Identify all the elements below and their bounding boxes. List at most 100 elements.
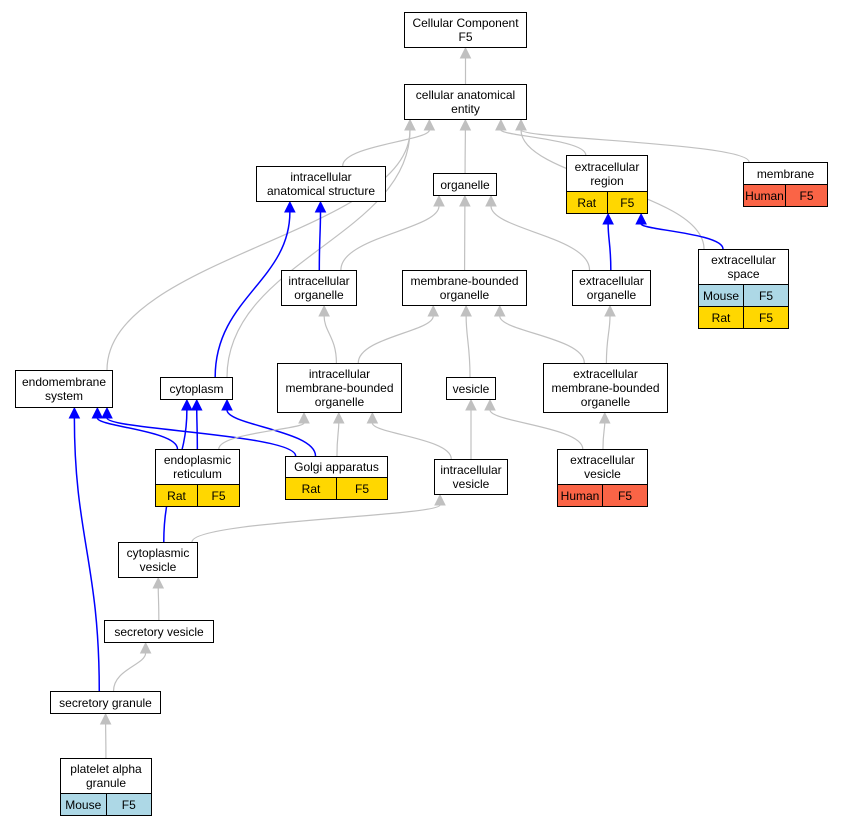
node-endomembrane-system[interactable]: endomembrane system [15,370,113,408]
node-secretory-vesicle[interactable]: secretory vesicle [104,620,214,643]
edge-intracellular-mbo-to-membrane-bounded-organelle [357,315,434,364]
species-badge: Rat [567,192,607,213]
species-badge: Mouse [61,794,106,815]
species-badge: Mouse [699,285,743,306]
species-badge: Human [744,185,785,206]
edge-endoplasmic-reticulum-to-intracellular-mbo [218,422,305,450]
node-label: membrane-bounded organelle [410,274,519,302]
arrowhead-icon [99,712,112,725]
arrowhead-icon [433,194,445,207]
node-cellular-anatomical-entity[interactable]: cellular anatomical entity [404,84,527,120]
edge-cytoplasmic-vesicle-to-intracellular-vesicle [191,504,441,543]
arrowhead-icon [181,398,193,411]
node-label: cytoplasmic vesicle [126,546,190,574]
edge-secretory-granule-to-secretory-vesicle [112,652,147,692]
node-label: extracellular vesicle [570,453,635,481]
arrowhead-icon [139,641,152,654]
gene-badge: F5 [743,307,788,328]
arrowhead-icon [332,411,345,424]
edge-endoplasmic-reticulum-to-endomembrane-system [96,417,179,450]
edge-extracellular-vesicle-to-extracellular-mbo [602,422,606,450]
species-badge: Human [558,485,602,506]
node-label: endomembrane system [21,375,107,403]
arrowhead-icon [427,304,440,317]
arrowhead-icon [635,212,647,225]
arrowhead-icon [366,411,379,424]
edge-extracellular-organelle-to-organelle [490,205,591,271]
arrowhead-icon [493,304,506,317]
edge-extracellular-mbo-to-extracellular-organelle [605,315,611,364]
arrowhead-icon [314,200,327,213]
edge-secretory-granule-to-endomembrane-system [73,417,101,692]
node-label: extracellular organelle [579,274,644,302]
node-organelle[interactable]: organelle [433,173,497,196]
gene-badge: F5 [105,794,151,815]
edge-extracellular-space-to-extracellular-region [640,223,724,250]
edge-extracellular-organelle-to-extracellular-region [607,223,612,271]
gene-badge: F5 [197,485,239,506]
edge-membrane-to-cellular-anatomical-entity [520,129,750,163]
gene-badge: F5 [743,285,788,306]
node-extracellular-mbo[interactable]: extracellular membrane-bounded organelle [543,363,668,413]
arrowhead-icon [152,576,165,589]
node-label: membrane [756,166,815,181]
edge-extracellular-region-to-cellular-anatomical-entity [500,129,587,156]
arrowhead-icon [602,212,614,225]
node-intracellular-mbo[interactable]: intracellular membrane-bounded organelle [277,363,402,413]
node-label: intracellular membrane-bounded organelle [285,367,394,409]
arrowhead-icon [68,406,81,419]
arrowhead-icon [459,46,472,59]
node-label: vesicle [452,381,490,396]
arrowhead-icon [221,398,233,411]
node-cellular-component[interactable]: Cellular Component F5 [404,12,527,48]
arrowhead-icon [515,118,527,131]
node-intracellular-vesicle[interactable]: intracellular vesicle [434,459,508,495]
node-intracellular-anatomical-structure[interactable]: intracellular anatomical structure [256,166,386,202]
gene-badge: F5 [785,185,827,206]
arrowhead-icon [484,398,496,411]
arrowhead-icon [459,118,472,131]
edge-cytoplasm-to-cellular-anatomical-entity [226,129,411,378]
edge-secretory-vesicle-to-cytoplasmic-vesicle [157,587,160,621]
node-label: intracellular organelle [288,274,350,302]
arrowhead-icon [434,493,446,506]
node-secretory-granule[interactable]: secretory granule [50,691,161,714]
arrowhead-icon [465,398,477,411]
edge-vesicle-to-membrane-bounded-organelle [465,315,471,378]
gene-badge: F5 [336,478,387,499]
species-badge: Rat [699,307,743,328]
node-vesicle[interactable]: vesicle [446,377,496,400]
arrowhead-icon [495,118,507,131]
node-cytoplasm[interactable]: cytoplasm [160,377,233,400]
edge-extracellular-mbo-to-membrane-bounded-organelle [499,315,585,364]
arrowhead-icon [423,118,436,131]
edge-intracellular-vesicle-to-intracellular-mbo [371,422,452,460]
arrowhead-icon [284,200,296,213]
species-badge: Rat [286,478,336,499]
node-label: extracellular region [574,159,640,188]
node-cytoplasmic-vesicle[interactable]: cytoplasmic vesicle [118,542,198,578]
node-membrane-bounded-organelle[interactable]: membrane-bounded organelle [402,270,527,306]
arrowhead-icon [190,398,203,411]
arrowhead-icon [91,406,104,419]
node-label: platelet alpha granule [70,762,142,790]
edge-golgi-apparatus-to-intracellular-mbo [336,422,340,457]
node-intracellular-organelle[interactable]: intracellular organelle [281,270,357,306]
arrowhead-icon [485,194,497,207]
arrowhead-icon [298,411,310,424]
node-extracellular-organelle[interactable]: extracellular organelle [572,270,651,306]
node-label: Golgi apparatus [294,460,379,474]
